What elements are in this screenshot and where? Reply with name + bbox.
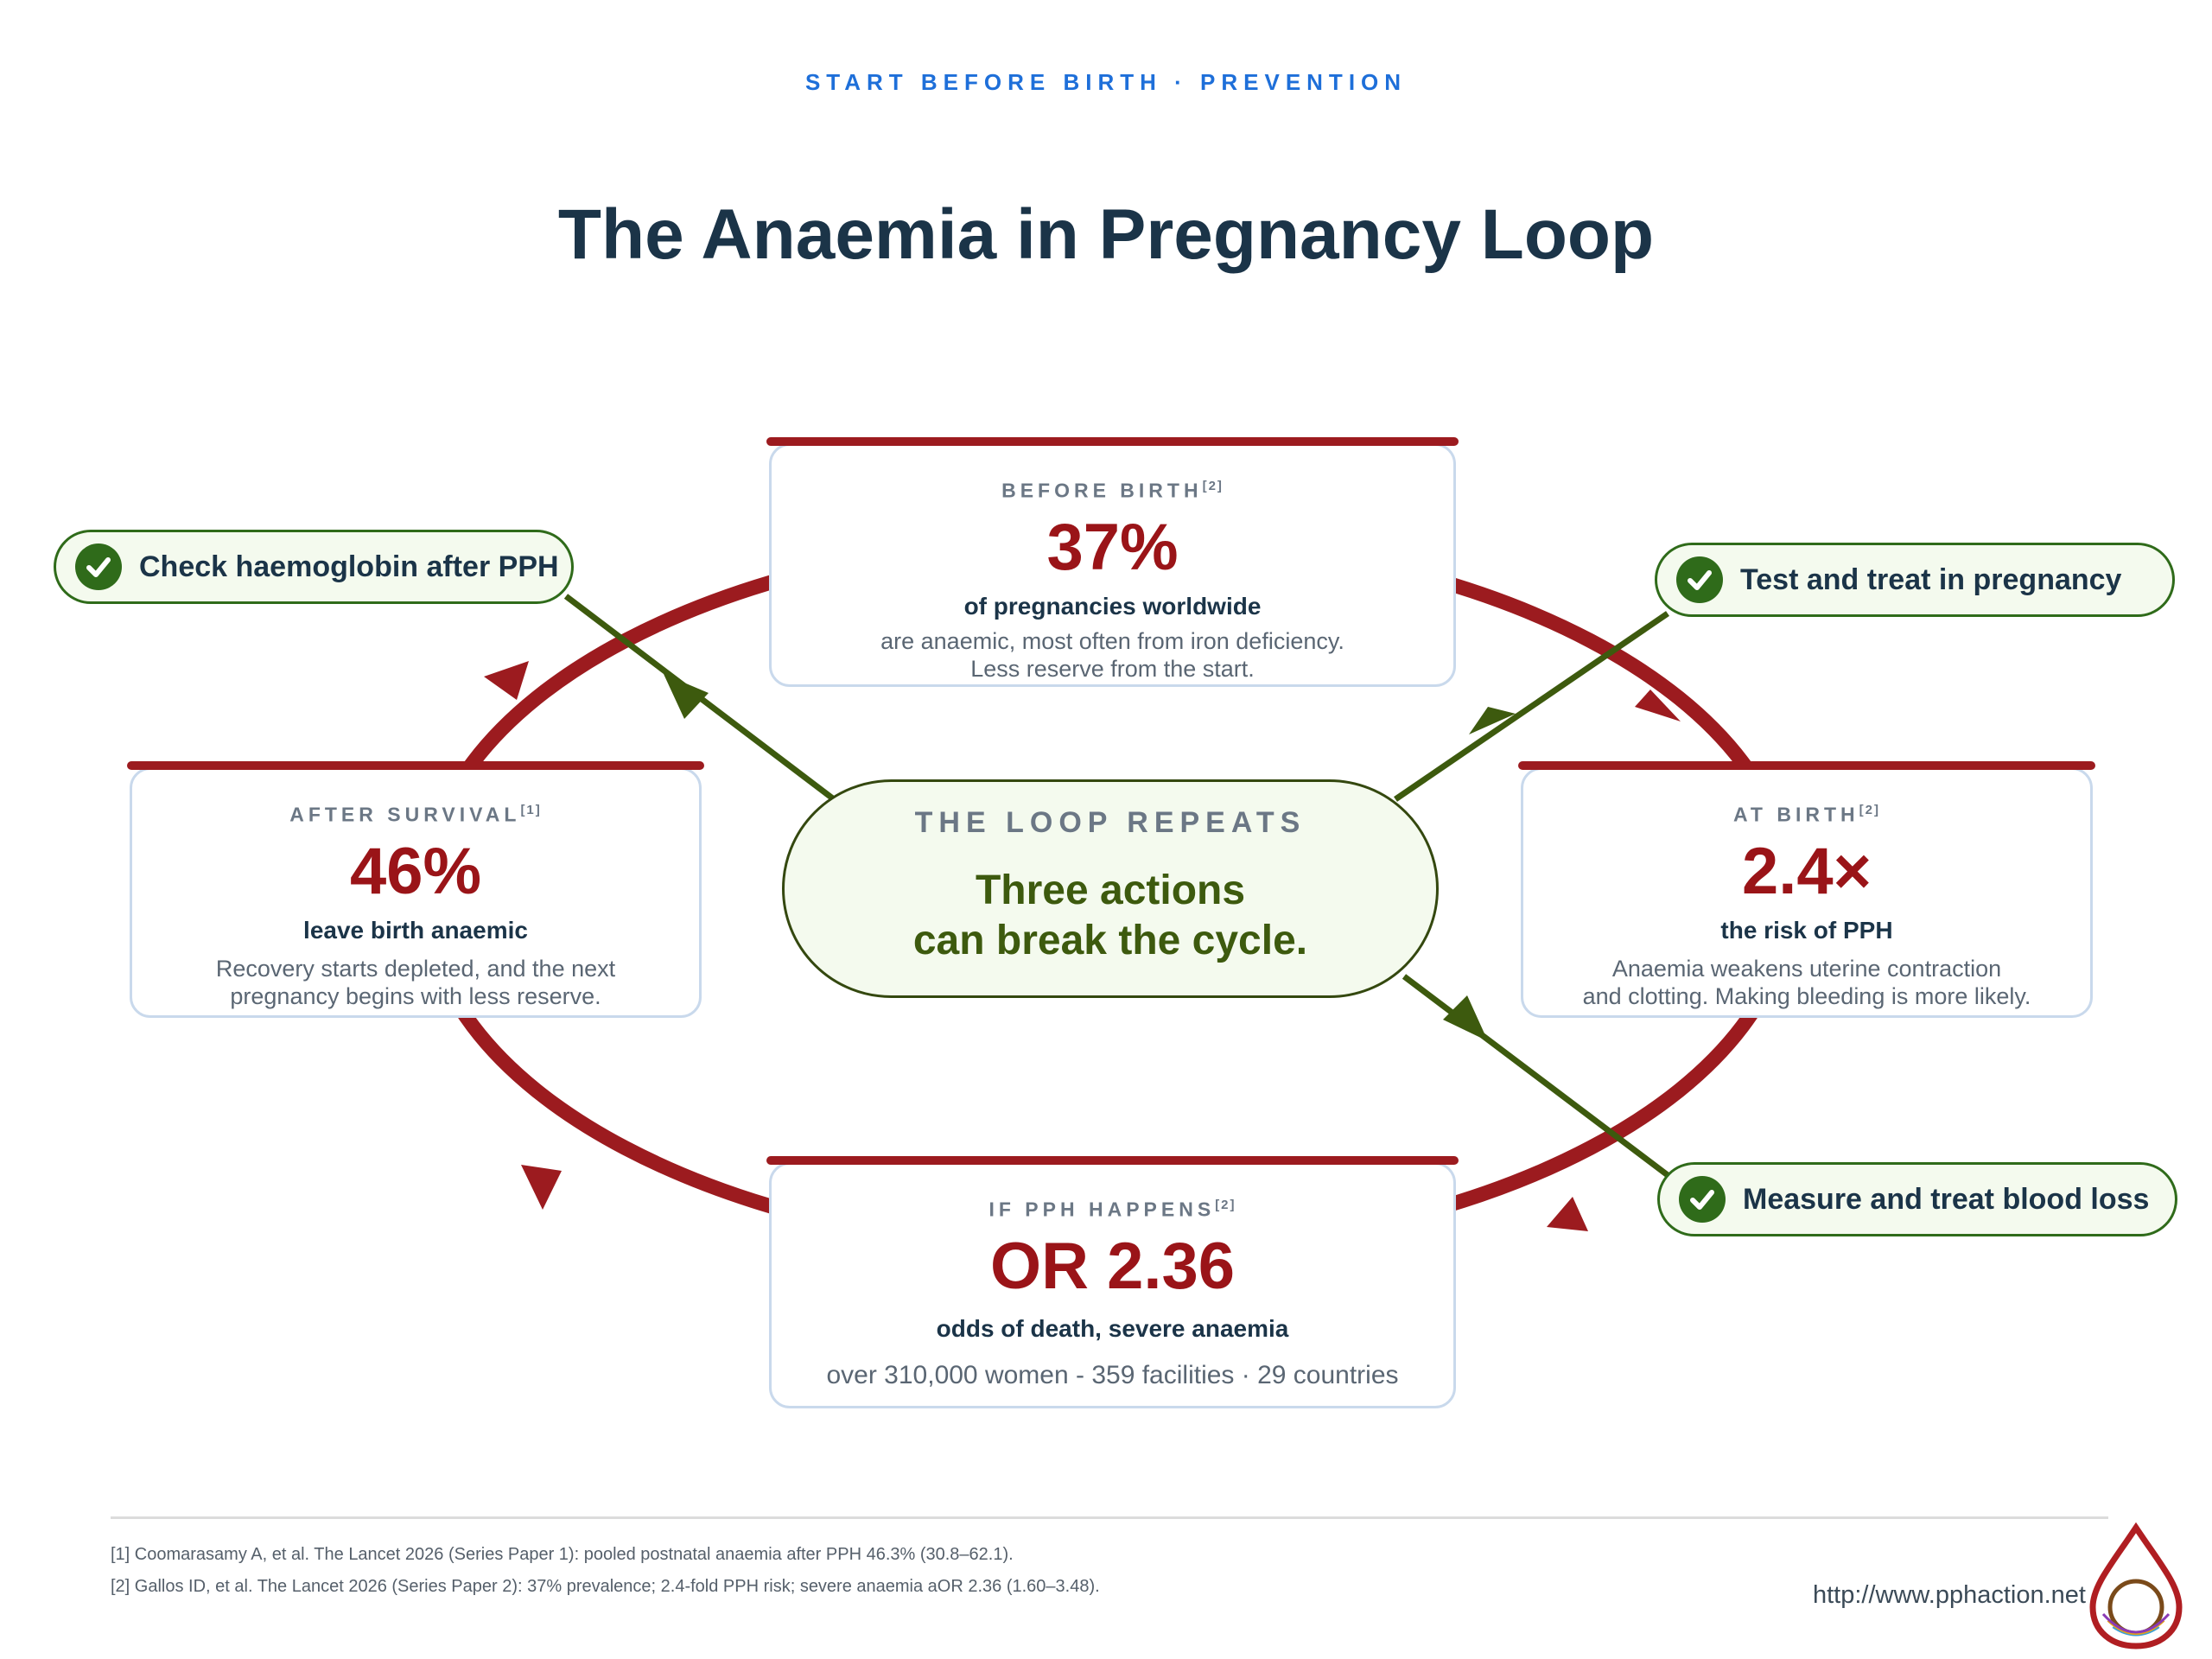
action-label: Check haemoglobin after PPH [139, 550, 559, 583]
loop-arrow-bottom-left [521, 1165, 562, 1210]
card-accent-bar [1518, 761, 2095, 770]
card-stat: 37% [1046, 510, 1179, 584]
card-if-pph-happens: IF PPH HAPPENS[2] OR 2.36 odds of death,… [766, 1156, 1459, 1408]
page-title: The Anaemia in Pregnancy Loop [557, 195, 1655, 274]
action-test-and-treat: Test and treat in pregnancy [1655, 543, 2175, 617]
card-stat: 2.4× [1741, 834, 1872, 908]
action-arrow-test [1469, 707, 1516, 734]
card-stat: OR 2.36 [989, 1229, 1236, 1303]
card-label: AFTER SURVIVAL[1] [289, 803, 542, 826]
loop-arrow-bottom-right [1547, 1197, 1588, 1231]
footer-url[interactable]: http://www.pphaction.net [1813, 1581, 2086, 1609]
card-accent-bar [766, 1156, 1459, 1165]
card-subtitle: leave birth anaemic [303, 916, 528, 944]
footer-divider [111, 1516, 2108, 1519]
card-label: IF PPH HAPPENS[2] [988, 1198, 1236, 1221]
action-arrow-check [664, 674, 709, 719]
card-description: over 310,000 women - 359 facilities · 29… [826, 1360, 1399, 1389]
card-label: BEFORE BIRTH[2] [1001, 479, 1224, 502]
card-before-birth: BEFORE BIRTH[2] 37% of pregnancies world… [766, 437, 1459, 687]
action-arrow-measure [1443, 995, 1488, 1041]
center-kicker: THE LOOP REPEATS [914, 806, 1306, 839]
reference-2: [2] Gallos ID, et al. The Lancet 2026 (S… [111, 1577, 1100, 1596]
action-line-measure [1402, 974, 1670, 1178]
reference-1: [1] Coomarasamy A, et al. The Lancet 202… [111, 1545, 1014, 1564]
card-description: are anaemic, most often from iron defici… [880, 627, 1344, 682]
card-stat: 46% [349, 834, 482, 908]
action-label: Measure and treat blood loss [1743, 1182, 2150, 1216]
check-circle-icon [1676, 556, 1723, 603]
card-subtitle: of pregnancies worldwide [963, 592, 1262, 620]
action-label: Test and treat in pregnancy [1740, 563, 2122, 596]
eyebrow: START BEFORE BIRTH · PREVENTION [804, 69, 1408, 95]
card-after-survival: AFTER SURVIVAL[1] 46% leave birth anaemi… [127, 761, 704, 1018]
loop-arrow-left [484, 661, 529, 700]
action-line-test [1394, 611, 1669, 802]
check-circle-icon [1679, 1176, 1726, 1223]
card-subtitle: the risk of PPH [1720, 916, 1893, 944]
card-accent-bar [766, 437, 1459, 446]
check-circle-icon [75, 543, 122, 590]
card-accent-bar [127, 761, 704, 770]
card-label: AT BIRTH[2] [1733, 803, 1880, 826]
action-measure-blood-loss: Measure and treat blood loss [1657, 1162, 2177, 1236]
card-at-birth: AT BIRTH[2] 2.4× the risk of PPH Anaemia… [1518, 761, 2095, 1018]
logo-icon [2074, 1521, 2199, 1650]
card-subtitle: odds of death, severe anaemia [936, 1314, 1289, 1342]
action-check-haemoglobin: Check haemoglobin after PPH [54, 530, 574, 604]
loop-arrow-top-right [1635, 690, 1681, 721]
